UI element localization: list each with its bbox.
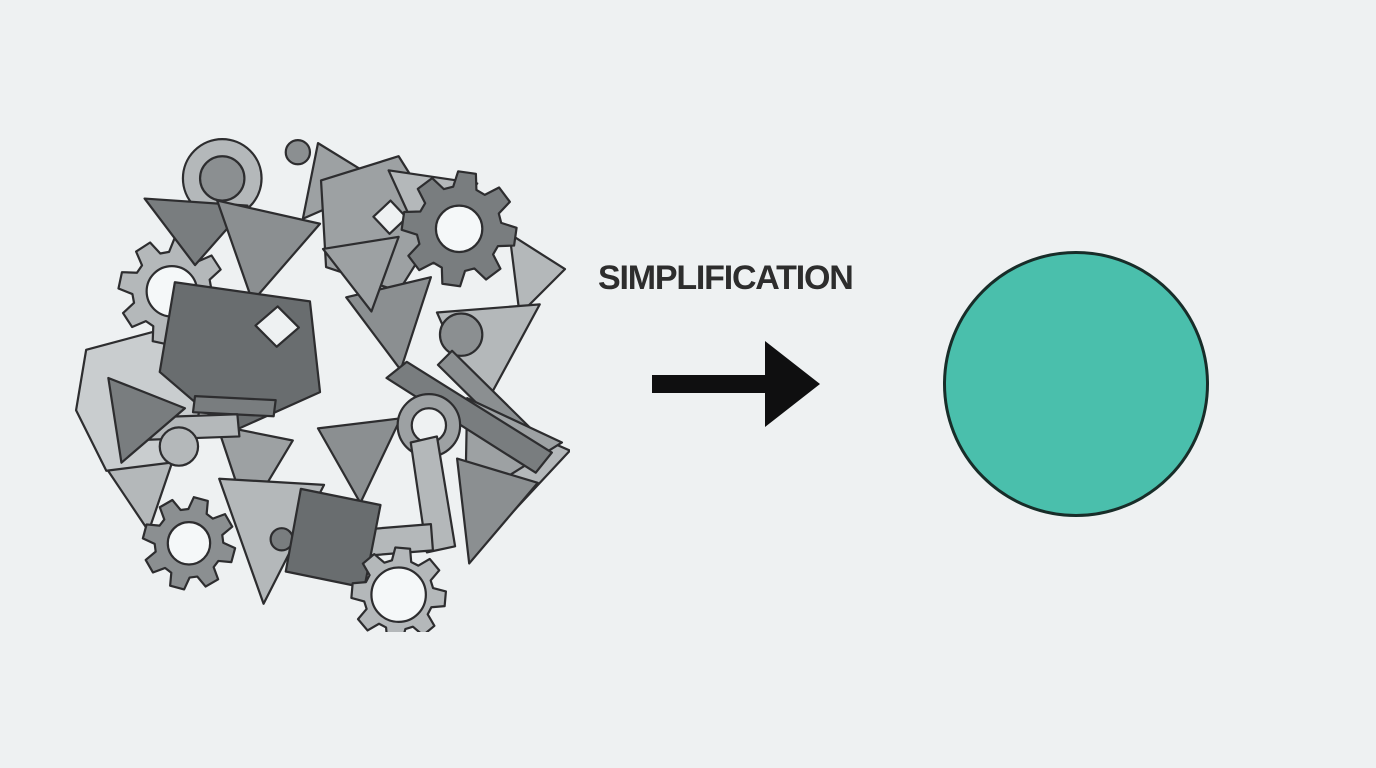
complex-cluster-illustration (66, 128, 570, 632)
bar-shape (191, 395, 277, 418)
simple-circle (943, 251, 1209, 517)
triangle-shape (107, 376, 187, 464)
triangle-shape (216, 424, 294, 518)
ring-inner-circle (198, 155, 246, 202)
triangle-shape (321, 235, 400, 313)
gear-hole (166, 521, 212, 566)
small-circle-shape (158, 426, 200, 467)
rod-shape (409, 435, 457, 554)
square-shape (284, 487, 382, 589)
triangle-shape (508, 232, 567, 316)
arrow-right-polygon (652, 341, 820, 427)
small-circle-shape (284, 138, 312, 166)
arrow-right-icon (652, 341, 820, 427)
triangle-shape (216, 199, 322, 303)
gear-hole (434, 204, 484, 254)
simplification-label: SIMPLIFICATION (598, 259, 854, 297)
triangle-shape (455, 457, 539, 565)
rod-shape (385, 360, 553, 474)
rod-circle-shape (438, 312, 484, 357)
gear-hole (370, 566, 427, 624)
triangle-shape (316, 417, 402, 505)
